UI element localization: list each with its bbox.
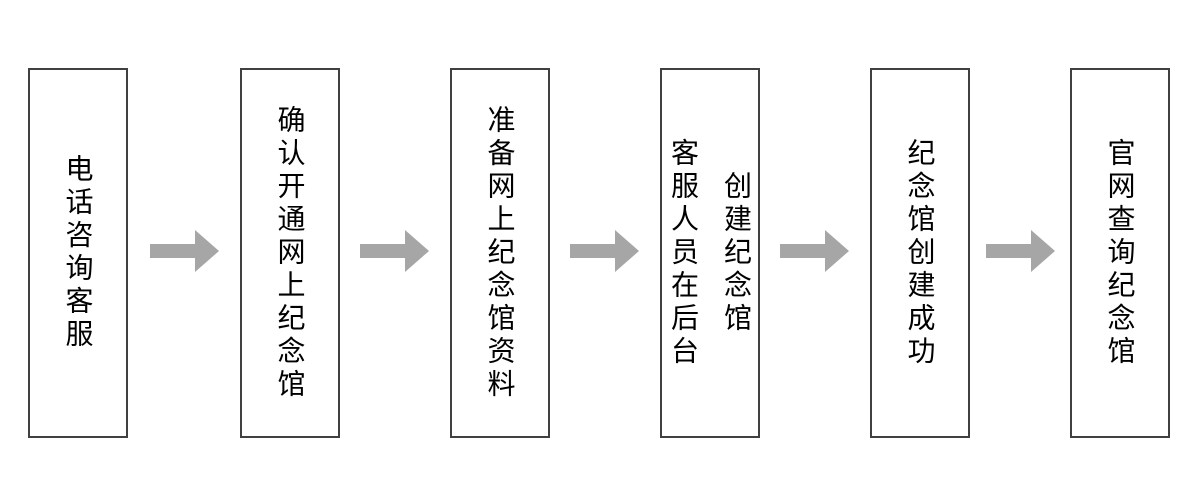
flow-step-6-label: 官网查询纪念馆 <box>1104 137 1136 369</box>
right-arrow-shape <box>360 230 429 272</box>
flow-step-1-label: 电话咨询客服 <box>62 154 94 352</box>
right-arrow-icon <box>780 230 849 272</box>
flow-step-3: 准备网上纪念馆资料 <box>450 68 550 438</box>
flow-step-2: 确认开通网上纪念馆 <box>240 68 340 438</box>
right-arrow-shape <box>150 230 219 272</box>
right-arrow-shape <box>780 230 849 272</box>
flow-step-4: 客服人员在后台 创建纪念馆 <box>660 68 760 438</box>
flow-step-5-label: 纪念馆创建成功 <box>904 137 936 369</box>
flow-step-1: 电话咨询客服 <box>28 68 128 438</box>
flow-step-3-label: 准备网上纪念馆资料 <box>484 104 516 402</box>
flow-step-2-label: 确认开通网上纪念馆 <box>274 104 306 402</box>
right-arrow-icon <box>150 230 219 272</box>
flow-step-6: 官网查询纪念馆 <box>1070 68 1170 438</box>
flow-step-4-label: 客服人员在后台 创建纪念馆 <box>668 137 752 369</box>
right-arrow-icon <box>986 230 1055 272</box>
right-arrow-icon <box>570 230 639 272</box>
right-arrow-icon <box>360 230 429 272</box>
right-arrow-shape <box>986 230 1055 272</box>
right-arrow-shape <box>570 230 639 272</box>
flow-step-5: 纪念馆创建成功 <box>870 68 970 438</box>
